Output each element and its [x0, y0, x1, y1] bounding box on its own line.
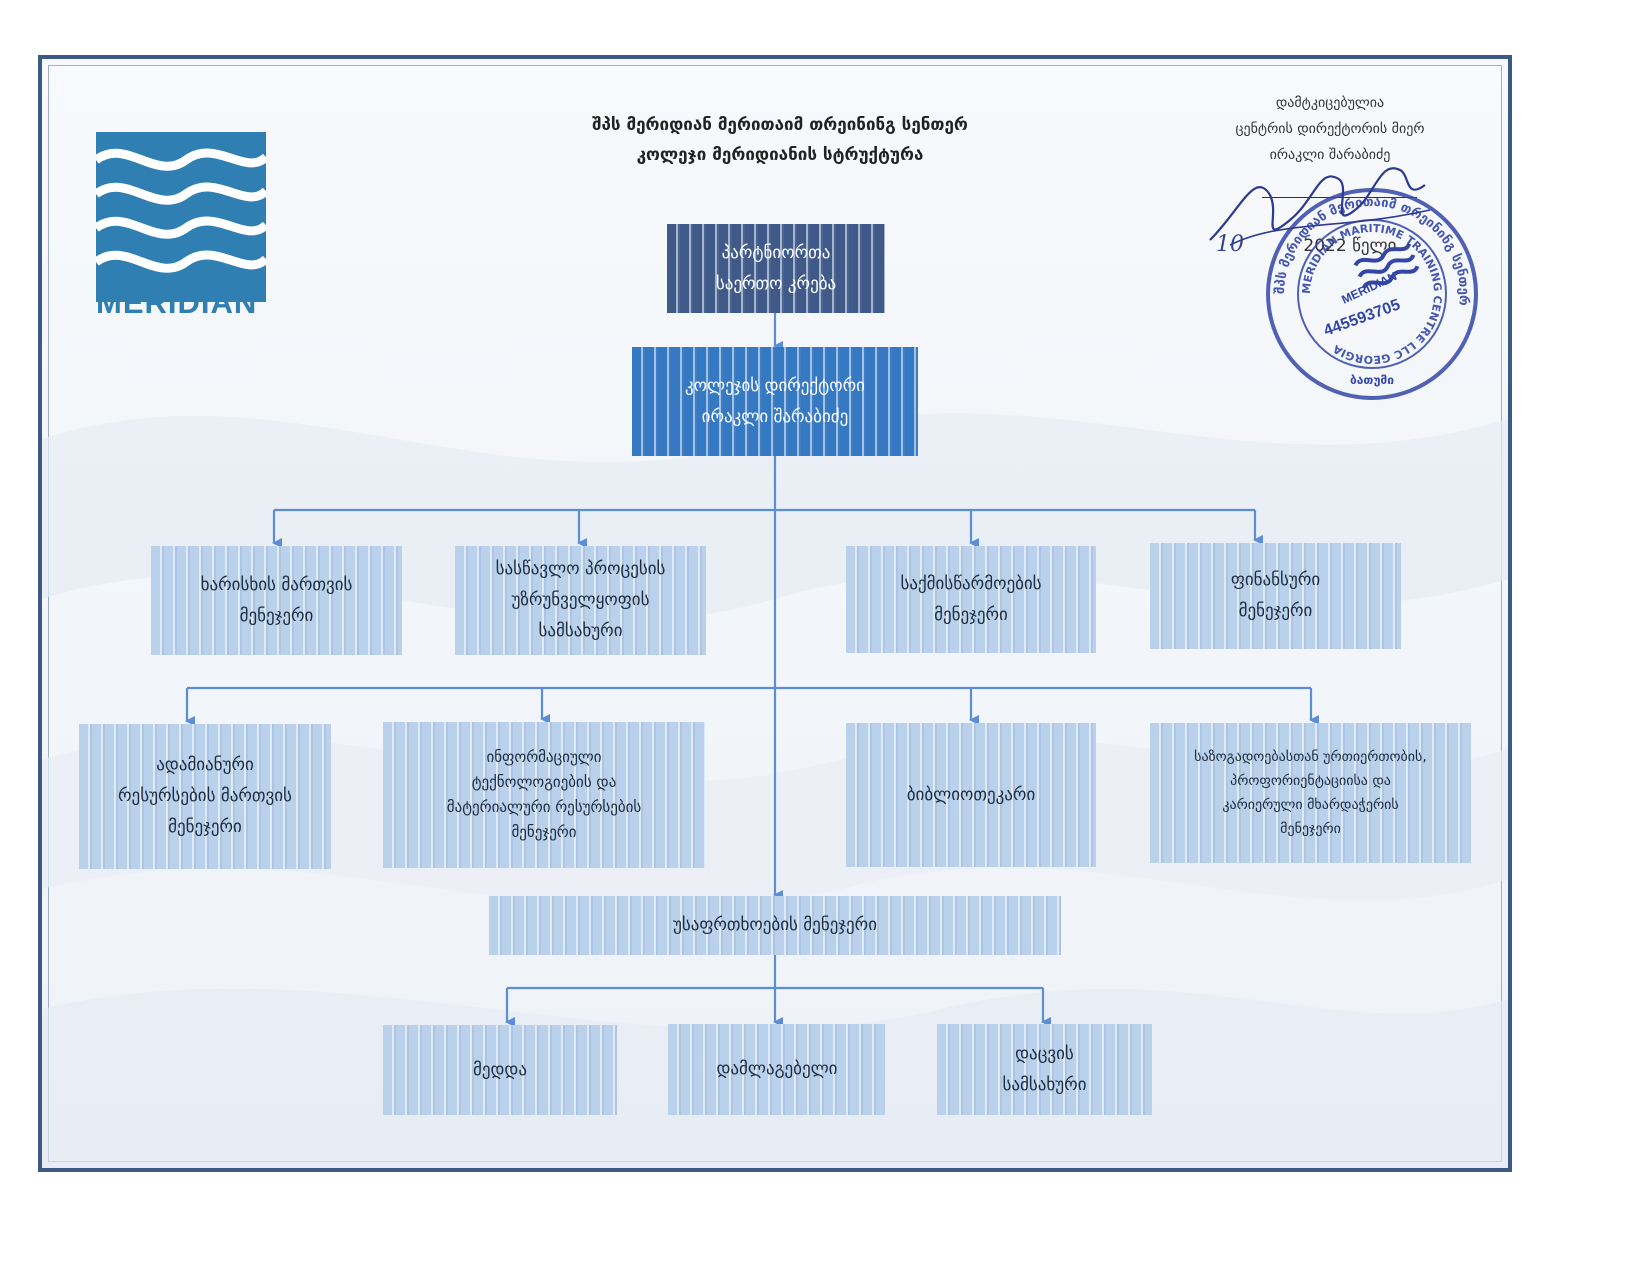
company-seal-icon: შპს მერიდიან მერითაიმ თრეინინგ სენთერ ME… [1266, 188, 1478, 400]
node-records-manager-label: საქმისწარმოების მენეჯერი [900, 573, 1042, 625]
title-line-1: შპს მერიდიან მერითაიმ თრეინინგ სენთერ [592, 115, 968, 135]
node-records-manager: საქმისწარმოების მენეჯერი [846, 546, 1096, 653]
approval-date-year: 2022 წელი [1303, 236, 1397, 256]
node-security-service: დაცვის სამსახური [937, 1024, 1152, 1115]
approval-line-2: ცენტრის დირექტორის მიერ [1235, 121, 1425, 137]
node-librarian: ბიბლიოთეკარი [846, 723, 1096, 867]
seal-id-number: 445593705 [1322, 296, 1403, 339]
approval-line-1: დამტკიცებულია [1275, 95, 1385, 111]
node-nurse: მედდა [383, 1025, 617, 1115]
node-pr-manager-label: საზოგადოებასთან ურთიერთობის, პროფორიენტა… [1194, 749, 1427, 837]
node-hr-manager: ადამიანური რესურსების მართვის მენეჯერი [79, 724, 331, 869]
node-quality-manager-label: ხარისხის მართვის მენეჯერი [200, 574, 353, 626]
approval-block: დამტკიცებულია ცენტრის დირექტორის მიერ ირ… [1180, 90, 1480, 168]
node-nurse-label: მედდა [473, 1059, 527, 1080]
seal-city: ბათუმი [1350, 373, 1394, 387]
approval-line-3: ირაკლი შარაბიძე [1269, 147, 1391, 163]
node-librarian-label: ბიბლიოთეკარი [906, 784, 1036, 805]
node-finance-manager: ფინანსური მენეჯერი [1150, 543, 1401, 649]
node-education-service: სასწავლო პროცესის უზრუნველყოფის სამსახურ… [455, 546, 706, 655]
node-college-director: კოლეჯის დირექტორი ირაკლი შარაბიძე [632, 347, 918, 456]
node-security-service-label: დაცვის სამსახური [1002, 1043, 1087, 1095]
node-it-manager: ინფორმაციული ტექნოლოგიების და მატერიალურ… [383, 722, 705, 868]
node-partners-assembly-label: პარტნიორთა საერთო კრება [715, 242, 837, 294]
director-signature [1209, 167, 1431, 246]
node-it-manager-label: ინფორმაციული ტექნოლოგიების და მატერიალურ… [446, 748, 642, 841]
node-cleaner-label: დამლაგებელი [716, 1059, 838, 1079]
document-title: შპს მერიდიან მერითაიმ თრეინინგ სენთერ კო… [520, 110, 1040, 170]
signature-line [1262, 197, 1417, 198]
node-safety-manager: უსაფრთხოების მენეჯერი [489, 896, 1061, 955]
meridian-logo-waves [96, 132, 266, 302]
node-cleaner: დამლაგებელი [668, 1024, 886, 1115]
meridian-logo-text: MERIDIAN [96, 285, 258, 320]
node-safety-manager-label: უსაფრთხოების მენეჯერი [672, 915, 878, 935]
node-education-service-label: სასწავლო პროცესის უზრუნველყოფის სამსახურ… [495, 559, 666, 641]
node-pr-manager: საზოგადოებასთან ურთიერთობის, პროფორიენტა… [1150, 723, 1471, 863]
node-college-director-label: კოლეჯის დირექტორი ირაკლი შარაბიძე [685, 375, 865, 427]
node-finance-manager-label: ფინანსური მენეჯერი [1230, 570, 1321, 621]
node-partners-assembly: პარტნიორთა საერთო კრება [667, 224, 885, 313]
node-quality-manager: ხარისხის მართვის მენეჯერი [151, 546, 402, 655]
title-line-2: კოლეჯი მერიდიანის სტრუქტურა [636, 145, 924, 165]
node-hr-manager-label: ადამიანური რესურსების მართვის მენეჯერი [118, 755, 292, 837]
